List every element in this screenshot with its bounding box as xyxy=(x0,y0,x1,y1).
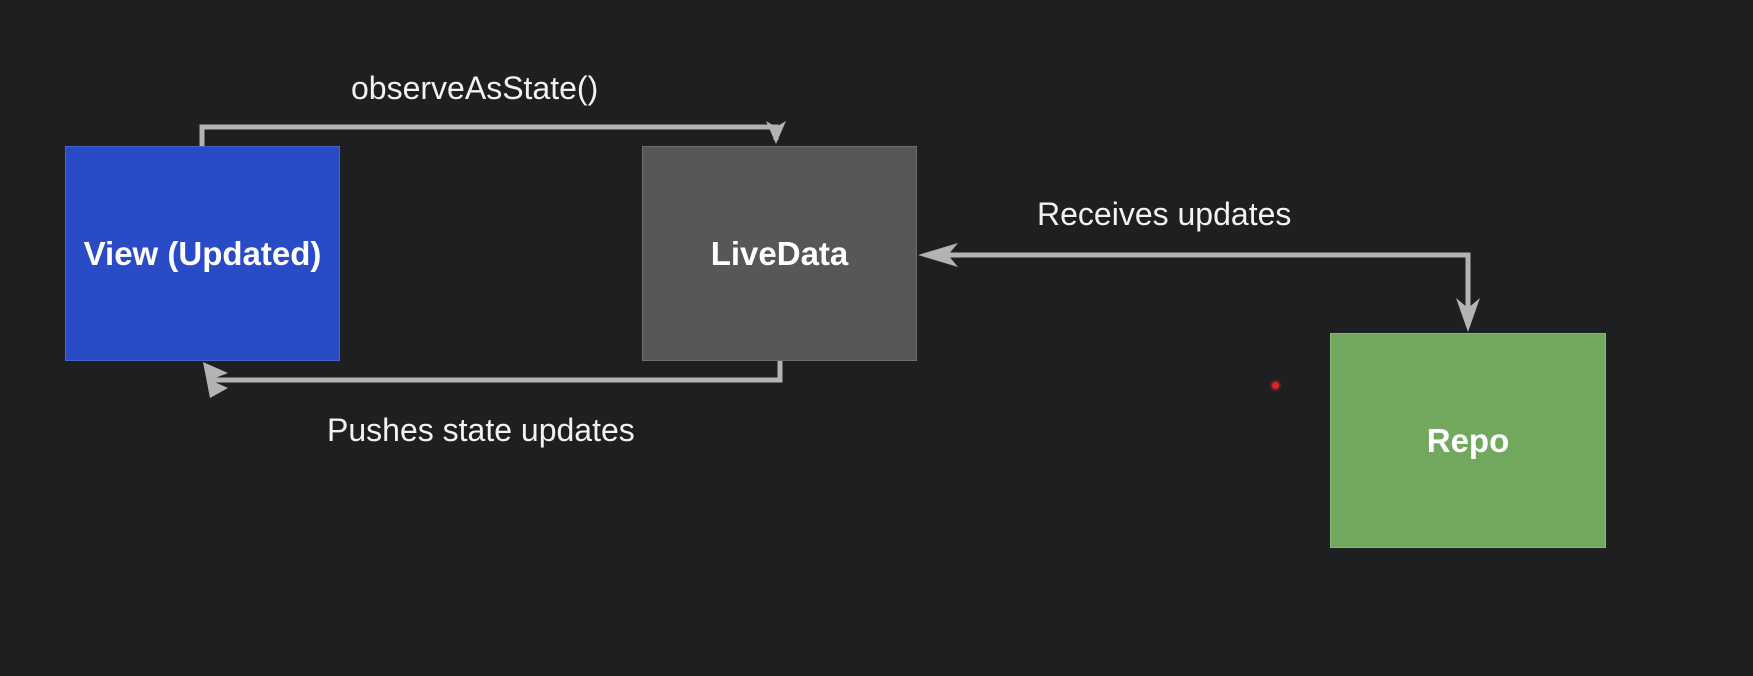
pushes-connector xyxy=(210,361,783,383)
receives-edge-label: Receives updates xyxy=(1037,196,1292,232)
livedata-node-label: LiveData xyxy=(710,234,849,272)
pushes-arrow-icon xyxy=(203,362,228,398)
receives-arrow-down-icon xyxy=(1456,298,1480,332)
pushes-edge-label: Pushes state updates xyxy=(327,412,635,448)
view-node-label: View (Updated) xyxy=(83,234,322,272)
view-node: View (Updated) xyxy=(65,146,340,361)
livedata-node: LiveData xyxy=(642,146,917,361)
repo-node-label: Repo xyxy=(1426,421,1510,459)
repo-node: Repo xyxy=(1330,333,1606,548)
receives-arrow-left-icon xyxy=(918,243,958,267)
observe-arrow-icon xyxy=(766,121,786,144)
observe-edge-label: observeAsState() xyxy=(351,70,599,106)
receives-connector xyxy=(930,252,1471,322)
observe-connector xyxy=(199,124,779,146)
laser-pointer-icon xyxy=(1272,382,1279,389)
